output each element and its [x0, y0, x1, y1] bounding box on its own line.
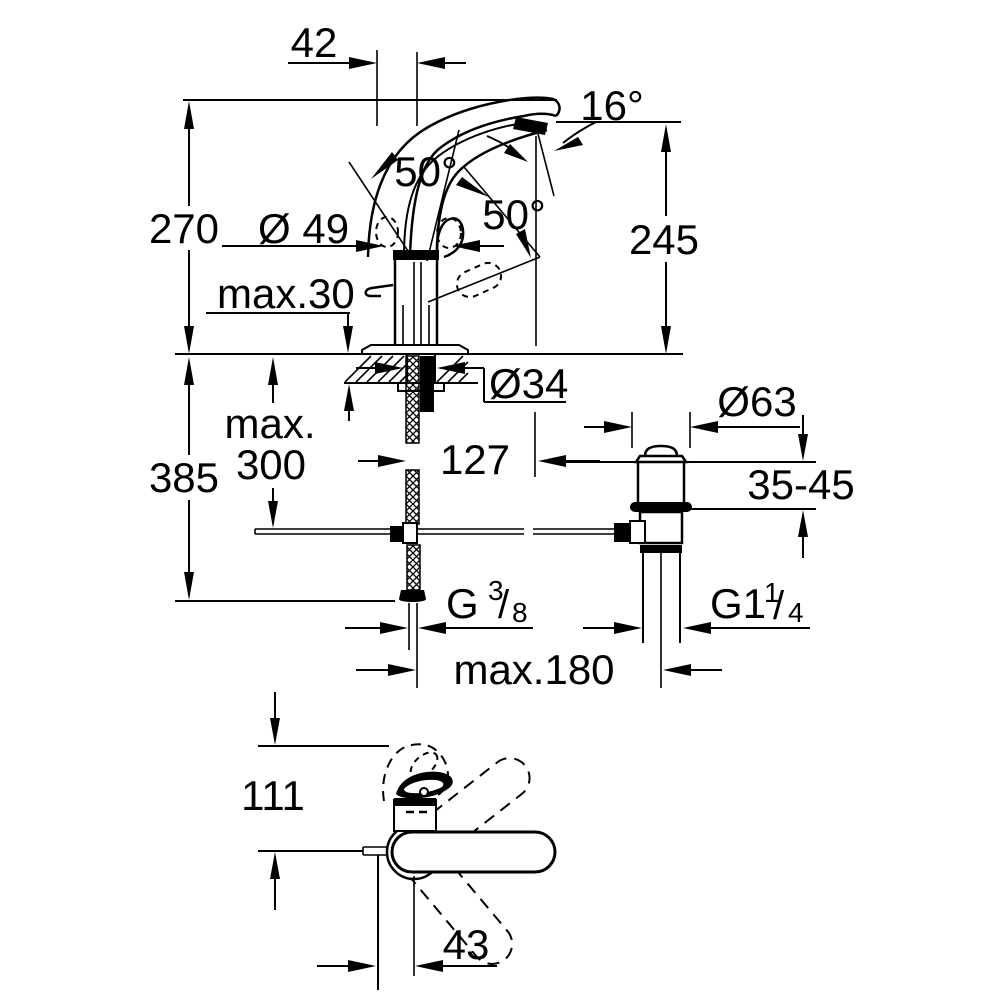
dim-rod-offset-43: 43 — [317, 921, 497, 972]
dim-label-245: 245 — [629, 216, 699, 263]
handle-down-position-dashed — [455, 261, 503, 299]
top-view: 111 43 — [241, 692, 557, 990]
waste-collar — [640, 545, 682, 553]
dim-deck-max30: max.30 — [206, 270, 355, 421]
spout-plan — [390, 830, 557, 874]
spout-angle-line — [536, 129, 555, 197]
handle-swing-circle-left — [375, 216, 399, 248]
rod-guide-faucet — [402, 522, 418, 544]
braided-hose-segment — [406, 544, 421, 591]
side-view: 42 270 245 16° — [149, 19, 855, 693]
dim-label-300: 300 — [236, 441, 306, 488]
handle-hook — [435, 217, 465, 259]
handle-plan-highlight — [404, 779, 444, 794]
dim-label-dia63: Ø63 — [717, 378, 796, 425]
rod-joint-waste — [629, 520, 646, 544]
side-lever — [364, 283, 394, 298]
waste-cap — [643, 444, 679, 457]
handle-top-curve — [366, 96, 561, 258]
dim-label-127: 127 — [440, 436, 510, 483]
dim-height-385: 385 — [149, 357, 395, 602]
thread-label-numerator: 3 — [488, 575, 504, 606]
dim-deck-range-35-45: 35-45 — [747, 415, 855, 558]
dim-height-270: 270 — [149, 99, 557, 354]
dim-waste-dia63: Ø63 — [584, 378, 800, 448]
handle-raised-dashed-ellipse — [409, 751, 439, 779]
angle-handle-lower-50: 50° — [427, 166, 546, 303]
handle-underside-curve — [408, 114, 525, 257]
supply-hoses — [399, 355, 434, 688]
supply-pipe-dark — [420, 356, 434, 412]
dim-label-42: 42 — [291, 19, 338, 66]
dim-label-270: 270 — [149, 205, 219, 252]
dim-hose-max300: max. 300 — [224, 357, 316, 528]
body-plan-edge — [394, 798, 436, 806]
dim-depth-111: 111 — [241, 692, 389, 910]
dim-label-max30: max.30 — [217, 270, 355, 317]
dim-label-43: 43 — [443, 921, 490, 968]
dim-waste-thread-g114: G1 1 / 4 — [583, 577, 810, 634]
rod-clevis-faucet — [390, 526, 403, 542]
angle-label-50-lower: 50° — [482, 191, 546, 238]
waste-flange — [633, 454, 689, 464]
thread-label-numerator: 1 — [764, 577, 780, 608]
dim-label-35-45: 35-45 — [747, 461, 854, 508]
handle-swing-dashed-lower — [392, 829, 514, 965]
waste-body — [638, 510, 684, 545]
dim-handle-dia-49: Ø 49 — [222, 205, 504, 252]
pop-up-rod — [254, 522, 614, 544]
dim-height-245: 245 — [556, 121, 699, 354]
cartridge-ring — [393, 250, 439, 260]
escutcheon — [361, 344, 469, 355]
dim-top-width-42: 42 — [288, 19, 466, 126]
thread-label-slash: / — [498, 583, 510, 627]
thread-label-g: G — [446, 580, 479, 627]
spout-inner-line — [403, 123, 519, 257]
handle-button — [419, 787, 429, 797]
dim-label-max: max. — [224, 400, 315, 447]
braided-hose-segment — [405, 469, 420, 525]
handle-swing-circle-right — [436, 217, 462, 249]
dim-label-max180: max.180 — [453, 646, 614, 693]
angle-label-16: 16° — [580, 82, 644, 129]
faucet-side-outline — [361, 96, 561, 355]
angle-label-50-upper: 50° — [394, 148, 458, 195]
braided-hose-segment — [405, 355, 420, 444]
dim-label-dia49: Ø 49 — [258, 205, 349, 252]
spout-tip-underside — [523, 112, 557, 118]
dim-label-dia34: Ø34 — [489, 360, 568, 407]
handle-raised-dashed-outline — [382, 743, 450, 802]
dim-supply-thread-g38: G 3 / 8 — [345, 575, 533, 634]
rod-clevis-waste — [614, 523, 630, 542]
dim-rod-max180: max.180 — [356, 646, 722, 693]
thread-label-denominator: 4 — [788, 597, 804, 628]
thread-label-slash: / — [773, 584, 785, 628]
waste-assembly — [565, 444, 816, 688]
dim-label-111: 111 — [241, 772, 305, 819]
aerator — [513, 117, 548, 135]
hose-nut — [399, 590, 426, 602]
spout-underside-curve — [435, 128, 548, 257]
angle-spout-16: 16° — [486, 82, 644, 477]
thread-label-denominator: 8 — [512, 597, 528, 628]
dim-spout-reach-127: 127 — [358, 436, 600, 483]
waste-oring — [630, 502, 692, 512]
dim-shank-dia34: Ø34 — [356, 360, 568, 407]
dim-label-385: 385 — [149, 454, 219, 501]
angle-handle-upper-50: 50° — [348, 129, 489, 262]
thread-label-g1: G1 — [710, 580, 766, 627]
